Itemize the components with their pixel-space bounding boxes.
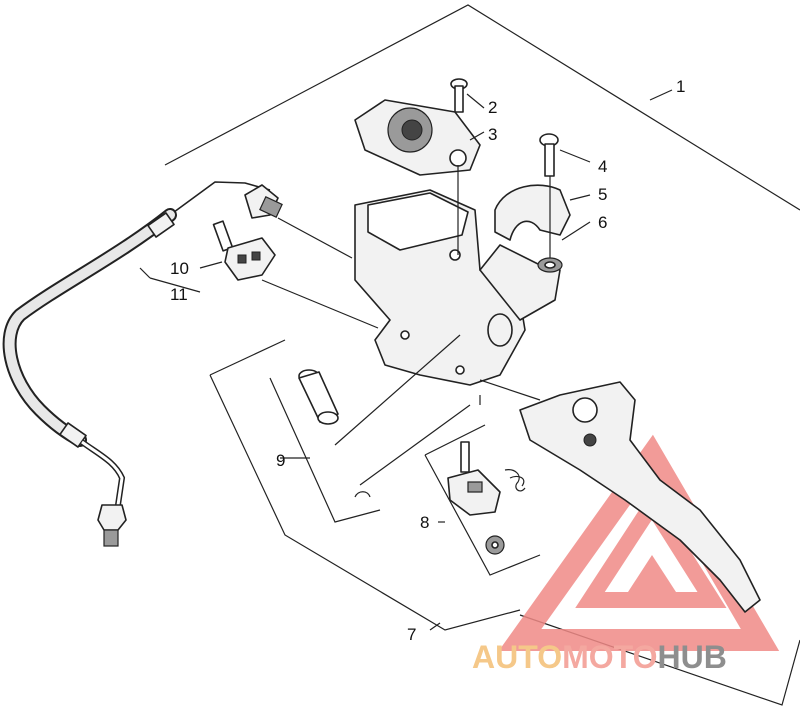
callout-5: 5 bbox=[598, 185, 607, 204]
clamp-screw bbox=[539, 133, 559, 177]
brake-switch bbox=[212, 220, 276, 281]
callout-7: 7 bbox=[407, 625, 416, 644]
retaining-clip bbox=[354, 491, 371, 498]
clamp-washer bbox=[537, 257, 563, 273]
brake-hose bbox=[2, 181, 283, 547]
callout-2: 2 bbox=[488, 98, 497, 117]
callout-4: 4 bbox=[598, 157, 607, 176]
adjuster-washer bbox=[485, 535, 505, 555]
callout-10: 10 bbox=[170, 259, 189, 278]
adjuster-group-boundary bbox=[424, 454, 541, 576]
cover-screw bbox=[450, 78, 468, 113]
callout-9: 9 bbox=[276, 451, 285, 470]
pivot-pin bbox=[298, 369, 339, 425]
master-cylinder-body bbox=[354, 189, 561, 386]
callout-1: 1 bbox=[676, 77, 685, 96]
adjuster-group-boundary-top bbox=[424, 424, 486, 456]
watermark-triangle-core bbox=[628, 555, 676, 592]
pin-group-boundary bbox=[269, 377, 381, 523]
watermark-triangle-inner bbox=[575, 490, 727, 608]
return-spring bbox=[504, 469, 526, 492]
callout-8: 8 bbox=[420, 513, 429, 532]
reservoir-cover bbox=[354, 99, 481, 176]
leader-lines bbox=[139, 89, 673, 631]
lever-subassembly-boundary-left bbox=[209, 374, 521, 631]
callout-11: 11 bbox=[170, 285, 188, 304]
brake-lever bbox=[519, 381, 761, 613]
assembly-boundary bbox=[164, 4, 800, 211]
watermark-text-auto: AUTO bbox=[472, 639, 562, 675]
lever-subassembly-boundary bbox=[209, 339, 286, 376]
callout-6: 6 bbox=[598, 213, 607, 232]
handlebar-clamp bbox=[494, 184, 571, 241]
watermark-text-hub: HUB bbox=[657, 639, 726, 675]
watermark-text: AUTOMOTOHUB bbox=[472, 639, 727, 675]
callout-3: 3 bbox=[488, 125, 497, 144]
watermark-text-moto: MOTO bbox=[562, 639, 657, 675]
adjuster-bolt bbox=[447, 441, 501, 516]
